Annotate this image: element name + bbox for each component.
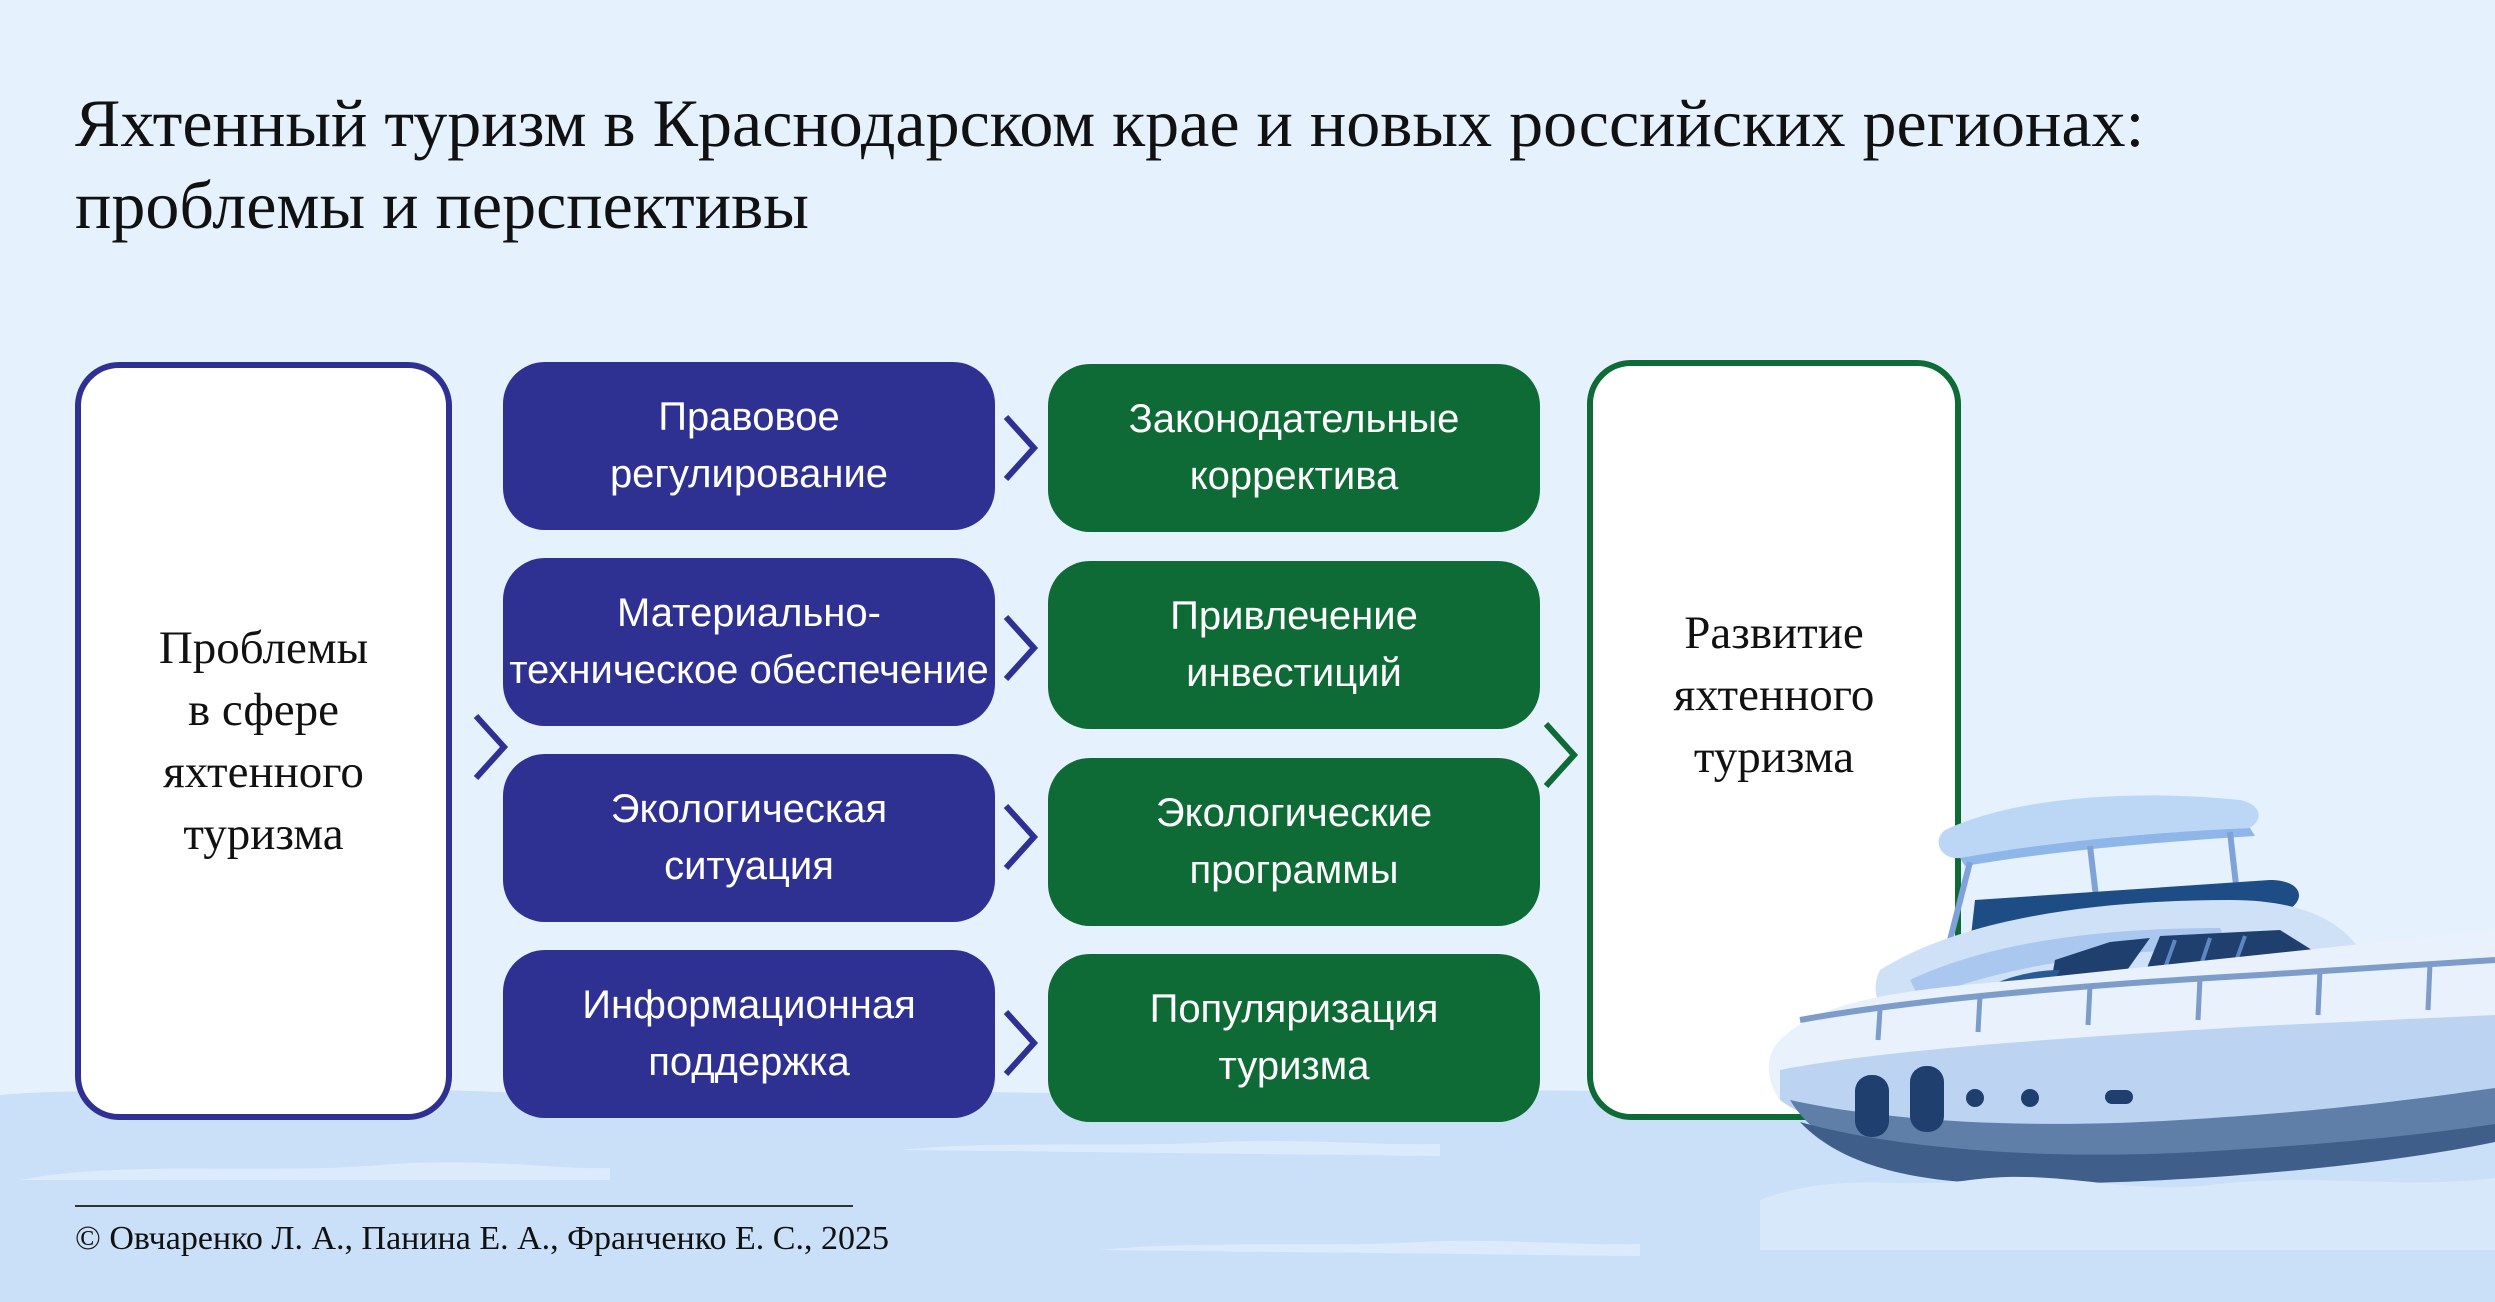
chevron-right-icon bbox=[1003, 414, 1039, 482]
problem-legal: Правовое регулирование bbox=[503, 362, 995, 530]
problems-box-label: Проблемы в сфере яхтенного туризма bbox=[158, 622, 369, 860]
copyright-text: © Овчаренко Л. А., Панина Е. А., Франчен… bbox=[75, 1220, 889, 1257]
problem-ecology: Экологическая ситуация bbox=[503, 754, 995, 922]
solution-popularization: Популяризация туризма bbox=[1048, 954, 1540, 1122]
solution-investment: Привлечение инвестиций bbox=[1048, 561, 1540, 729]
chevron-right-icon bbox=[1003, 614, 1039, 682]
solution-legislation: Законодательные корректива bbox=[1048, 364, 1540, 532]
problem-material: Материально- техническое обеспечение bbox=[503, 558, 995, 726]
chevron-right-icon bbox=[1003, 803, 1039, 871]
chevron-right-icon bbox=[1543, 721, 1579, 789]
problem-information: Информационная поддержка bbox=[503, 950, 995, 1118]
development-box-label: Развитие яхтенного туризма bbox=[1673, 607, 1875, 783]
page-title: Яхтенный туризм в Краснодарском крае и н… bbox=[75, 85, 2145, 243]
yacht-illustration bbox=[1760, 795, 2495, 1250]
chevron-right-icon bbox=[1003, 1009, 1039, 1077]
footer-divider bbox=[75, 1205, 853, 1207]
chevron-right-icon bbox=[473, 713, 509, 781]
problems-box: Проблемы в сфере яхтенного туризма bbox=[75, 362, 452, 1120]
solution-ecology: Экологические программы bbox=[1048, 758, 1540, 926]
